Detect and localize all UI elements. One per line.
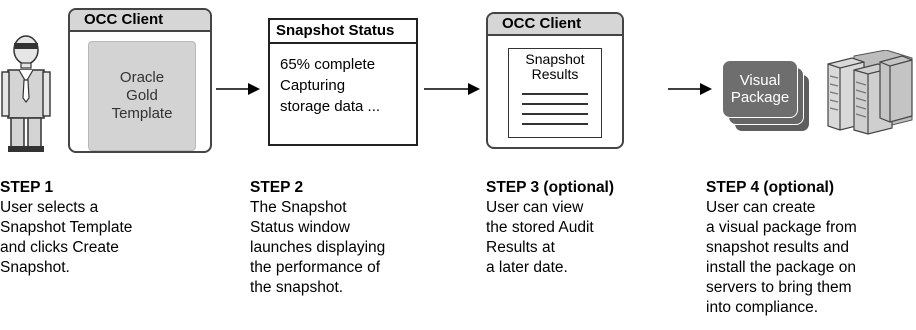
window-title: OCC Client: [488, 14, 622, 36]
document-icon[interactable]: Snapshot Results: [508, 48, 602, 138]
step-desc-line: Status window: [250, 219, 350, 236]
step-desc-line: the performance of: [250, 259, 381, 276]
arrow-right-icon: [424, 83, 480, 95]
step-title: STEP 3 (optional): [486, 179, 615, 196]
step4-text: STEP 4 (optional) User can create a visu…: [706, 178, 857, 318]
step-desc-line: a later date.: [486, 259, 568, 276]
step-desc-line: install the package on: [706, 259, 856, 276]
arrow-right-icon: [668, 83, 712, 95]
snapshot-status-window: Snapshot Status 65% complete Capturing s…: [268, 18, 418, 146]
doc-title-line: Results: [531, 66, 579, 82]
step-desc-line: the snapshot.: [250, 279, 344, 296]
step-desc-line: User can create: [706, 199, 816, 216]
oracle-gold-template[interactable]: Oracle Gold Template: [88, 41, 196, 151]
template-line: Gold: [126, 87, 158, 104]
window-title: Snapshot Status: [270, 20, 416, 44]
step-desc-line: The Snapshot: [250, 199, 347, 216]
step-desc-line: servers to bring them: [706, 279, 852, 296]
step-desc-line: into compliance.: [706, 299, 819, 316]
arrow-right-icon: [216, 83, 260, 95]
server-rack-icon: [827, 50, 913, 135]
step3-text: STEP 3 (optional) User can view the stor…: [486, 178, 614, 278]
step-desc-line: Snapshot Template: [0, 219, 133, 236]
user-icon: [1, 35, 51, 152]
step-desc-line: a visual package from: [706, 219, 857, 236]
step-desc-line: snapshot results and: [706, 239, 850, 256]
step-title: STEP 4 (optional): [706, 179, 835, 196]
step-desc-line: User selects a: [0, 199, 99, 216]
step-desc-line: the stored Audit: [486, 219, 594, 236]
step-desc-line: User can view: [486, 199, 584, 216]
status-line: 65% complete: [280, 56, 376, 73]
package-line: Visual: [739, 72, 781, 89]
step-title: STEP 1: [0, 179, 54, 196]
template-line: Template: [111, 105, 173, 122]
step-desc-line: Snapshot.: [0, 259, 70, 276]
step1-text: STEP 1 User selects a Snapshot Template …: [0, 178, 132, 278]
step-desc-line: and clicks Create: [0, 239, 119, 256]
step-title: STEP 2: [250, 179, 304, 196]
step2-text: STEP 2 The Snapshot Status window launch…: [250, 178, 385, 298]
template-line: Oracle: [119, 69, 165, 86]
doc-title-line: Snapshot: [525, 51, 585, 67]
window-title: OCC Client: [70, 10, 210, 32]
step-desc-line: launches displaying: [250, 239, 386, 256]
occ-client-window-step1: OCC Client Oracle Gold Template: [68, 8, 212, 153]
status-line: storage data ...: [280, 98, 381, 115]
step-desc-line: Results at: [486, 239, 555, 256]
visual-package-icon[interactable]: Visual Package: [722, 60, 798, 118]
package-line: Package: [730, 89, 790, 106]
status-line: Capturing: [280, 77, 346, 94]
